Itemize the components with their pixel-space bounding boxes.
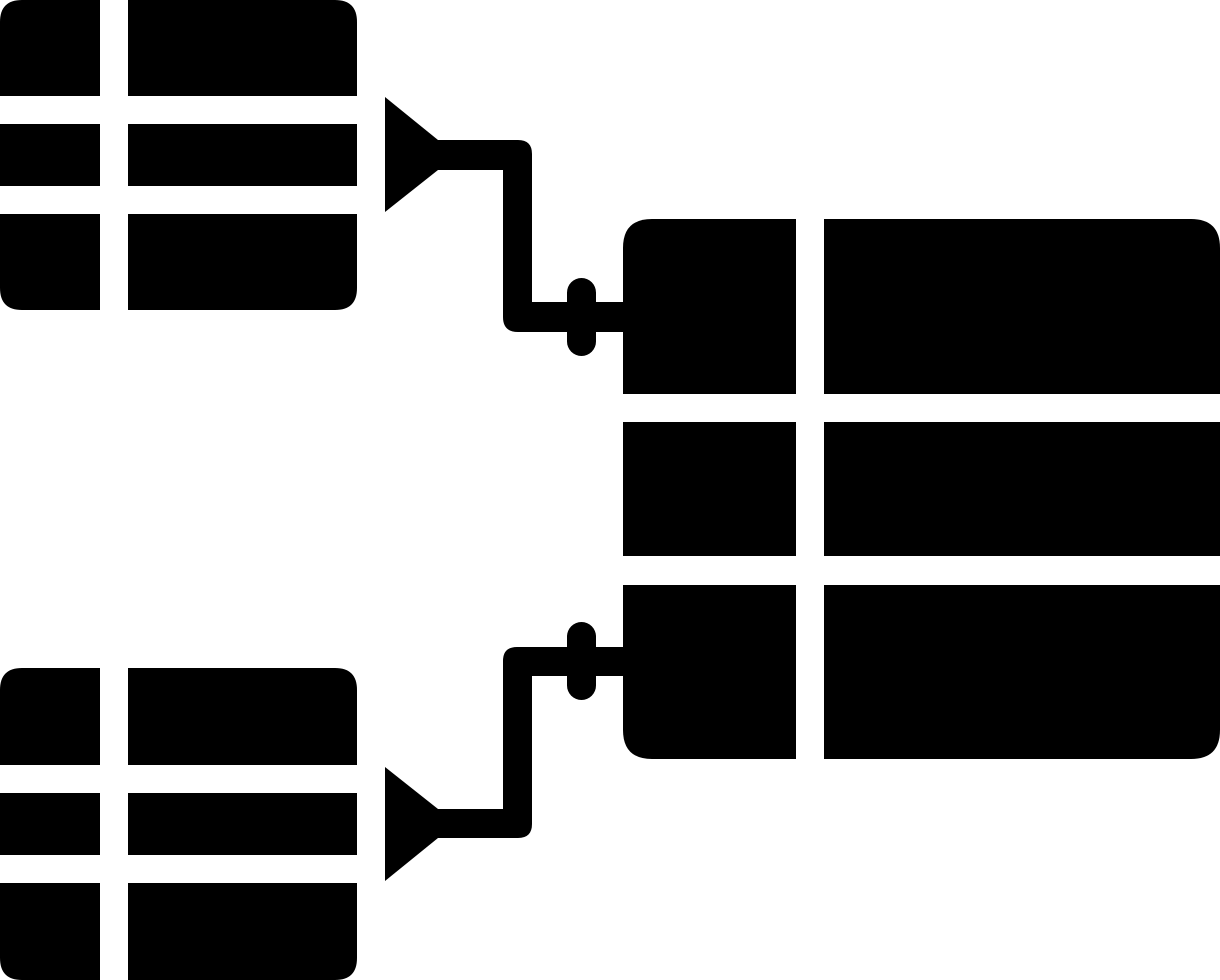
top-relationship-connector-icon: [385, 97, 626, 356]
top-left-table-cell-r3c2: [128, 214, 357, 310]
bottom-left-table-cell-r1c1: [0, 668, 100, 765]
top-left-table-cell-r1c1: [0, 0, 100, 96]
top-left-table-cell-r2c2: [128, 124, 357, 186]
top-left-table-cell-r2c1: [0, 124, 100, 186]
top-left-table-icon: [0, 0, 357, 310]
bottom-left-table-icon: [0, 668, 357, 980]
right-table-cell-r2c2: [824, 422, 1220, 556]
right-table-icon: [623, 219, 1220, 759]
right-table-cell-r1c2: [824, 219, 1220, 394]
bottom-left-table-cell-r1c2: [128, 668, 357, 765]
right-table-cell-r2c1: [623, 422, 796, 556]
top-connector-tick: [567, 278, 596, 356]
top-left-table-cell-r1c2: [128, 0, 357, 96]
bottom-left-table-cell-r2c2: [128, 793, 357, 855]
right-table-cell-r3c2: [824, 585, 1220, 759]
bottom-relationship-connector-icon: [385, 622, 626, 881]
top-connector-crows-foot: [385, 97, 438, 212]
bottom-connector-line: [436, 647, 626, 838]
bottom-left-table-cell-r3c2: [128, 883, 357, 980]
bottom-left-table-cell-r3c1: [0, 883, 100, 980]
bottom-left-table-cell-r2c1: [0, 793, 100, 855]
bottom-connector-tick: [567, 622, 596, 700]
bottom-connector-crows-foot: [385, 767, 438, 881]
right-table-cell-r1c1: [623, 219, 796, 394]
top-connector-line: [436, 140, 626, 332]
right-table-cell-r3c1: [623, 585, 796, 759]
top-left-table-cell-r3c1: [0, 214, 100, 310]
